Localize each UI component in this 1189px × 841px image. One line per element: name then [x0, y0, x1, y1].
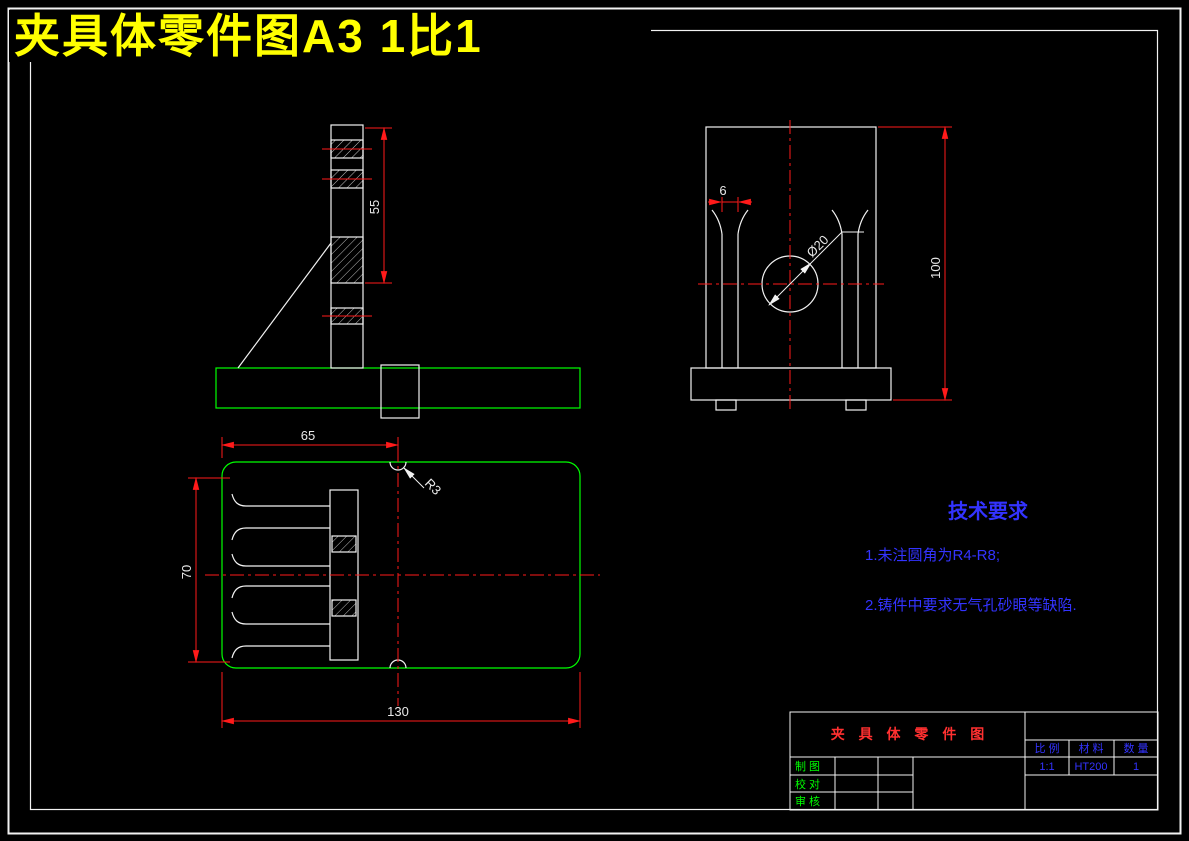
title-block-drawing-name: 夹 具 体 零 件 图	[831, 726, 989, 742]
title-block-row-check: 校 对	[795, 777, 820, 791]
title-block-header-scale: 比 例	[1034, 741, 1059, 755]
top-view: R3 65 70 130	[179, 428, 600, 728]
title-block-value-material: HT200	[1074, 761, 1107, 773]
dim-65	[220, 437, 400, 458]
dim-55-text: 55	[367, 200, 382, 214]
top-hatch-sections	[331, 535, 357, 617]
tech-requirement-item-2: 2.铸件中要求无气孔砂眼等缺陷.	[865, 596, 1077, 614]
top-centerlines	[205, 448, 600, 706]
front-foot-left	[715, 399, 737, 411]
front-body	[705, 126, 877, 369]
top-outline	[221, 461, 581, 669]
dim-6-text: 6	[719, 183, 726, 198]
top-notch-upper	[389, 461, 407, 471]
side-bottom-boss	[380, 364, 420, 419]
side-view: 55	[215, 124, 581, 419]
sheet-border	[7, 7, 1182, 835]
title-block-header-quantity: 数 量	[1123, 742, 1148, 755]
title-block-header-material: 材 料	[1078, 741, 1103, 755]
dim-130	[220, 672, 582, 728]
dim-100	[878, 125, 952, 402]
title-block-value-quantity: 1	[1133, 761, 1139, 773]
dim-65-text: 65	[301, 428, 315, 443]
dim-130-text: 130	[387, 704, 409, 719]
dim-100-text: 100	[928, 257, 943, 279]
title-backdrop	[9, 10, 651, 62]
title-block: 夹 具 体 零 件 图 比 例 材 料 数 量 1:1 HT200 1 制 图 …	[789, 711, 1159, 811]
title-block-value-scale: 1:1	[1039, 761, 1054, 773]
dim-55	[365, 126, 392, 285]
title-block-row-review: 审 核	[795, 794, 820, 808]
tech-requirement-item-1: 1.未注圆角为R4-R8;	[865, 547, 1000, 564]
side-hole-centerlines	[322, 148, 372, 317]
title-block-row-draft: 制 图	[795, 760, 820, 773]
dim-70-text: 70	[179, 565, 194, 579]
top-slots	[231, 493, 330, 659]
tech-requirements: 技术要求 1.未注圆角为R4-R8; 2.铸件中要求无气孔砂眼等缺陷.	[865, 499, 1077, 614]
side-hatch-sections	[330, 139, 364, 325]
page-title-banner: 夹具体零件图A3 1比1	[9, 10, 651, 62]
dim-hole-text: Ø20	[804, 232, 832, 260]
dim-6	[708, 197, 752, 212]
outer-border	[7, 7, 1182, 835]
dim-hole-leader	[768, 231, 864, 306]
dim-r3-leader	[403, 467, 425, 489]
front-base-plate	[690, 367, 892, 401]
tech-requirements-title: 技术要求	[948, 499, 1029, 523]
side-base-plate	[215, 367, 581, 409]
front-slots	[711, 209, 869, 368]
inner-border	[29, 29, 1159, 811]
dim-70	[188, 476, 230, 664]
front-view: Ø20 6 100	[690, 120, 952, 412]
title-block-grid	[789, 711, 1159, 811]
dim-r3-text: R3	[422, 476, 444, 498]
side-rib-edge	[237, 242, 332, 369]
page-title: 夹具体零件图A3 1比1	[14, 10, 483, 62]
front-foot-right	[845, 399, 867, 411]
